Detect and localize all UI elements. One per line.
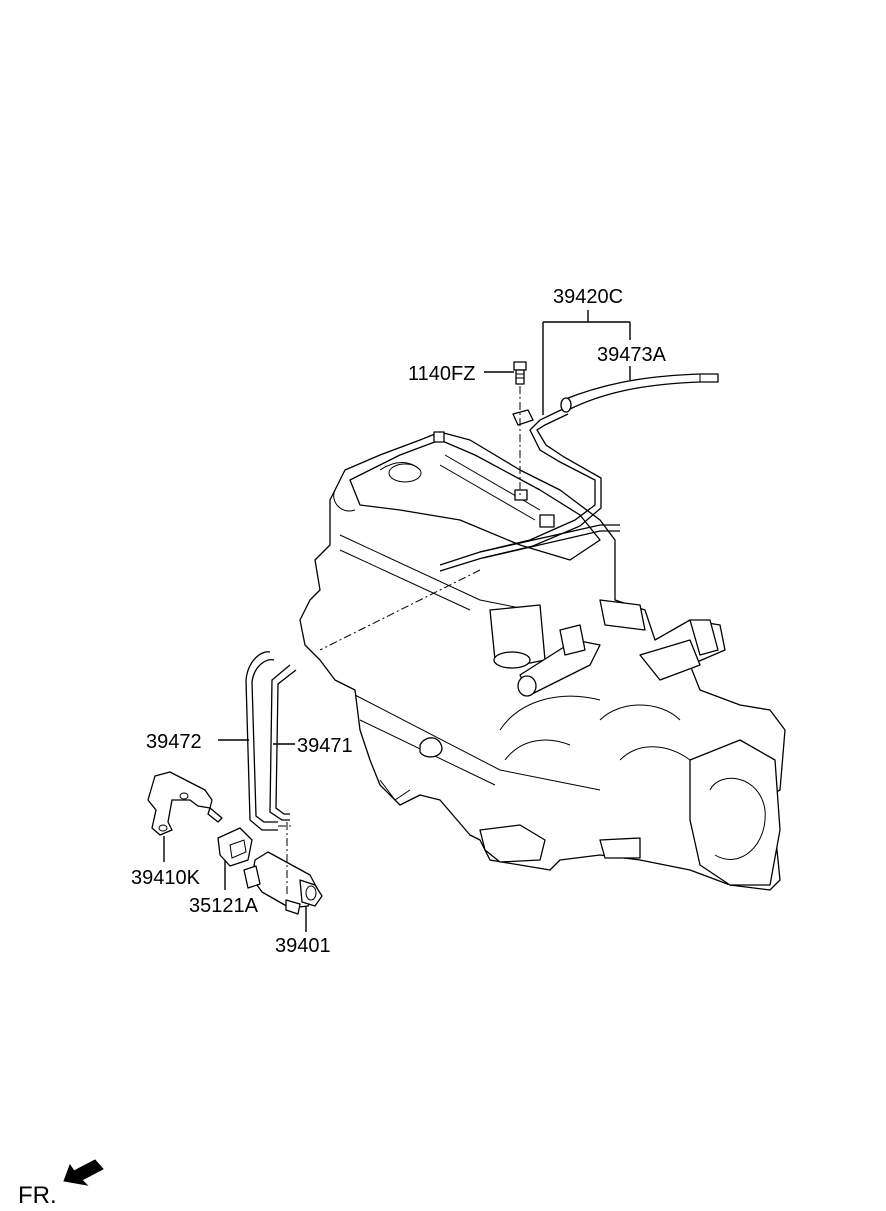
front-label: FR. bbox=[18, 1182, 57, 1209]
bolt-1140FZ bbox=[513, 361, 527, 385]
insulator-35121A bbox=[217, 827, 253, 867]
label-39471: 39471 bbox=[297, 735, 353, 757]
hose-39473A bbox=[560, 373, 719, 413]
bracket-39410K bbox=[147, 771, 223, 836]
label-35121A: 35121A bbox=[189, 895, 259, 917]
label-39420C: 39420C bbox=[553, 286, 623, 308]
part-labels: 39420C 39473A 1140FZ 39472 39471 39410K … bbox=[131, 286, 667, 957]
valve-39401 bbox=[243, 851, 323, 915]
label-39472: 39472 bbox=[146, 731, 202, 753]
hose-39471 bbox=[269, 664, 297, 821]
engine-assembly bbox=[299, 431, 786, 891]
label-39410K: 39410K bbox=[131, 867, 201, 889]
label-39473A: 39473A bbox=[597, 344, 667, 366]
front-arrow-icon bbox=[63, 1159, 104, 1186]
front-direction-indicator: FR. bbox=[18, 1159, 104, 1209]
leader-lines bbox=[163, 310, 631, 932]
assembly-dash-lines bbox=[278, 386, 521, 895]
label-1140FZ: 1140FZ bbox=[408, 363, 475, 385]
label-39401: 39401 bbox=[275, 935, 331, 957]
pipe-39420C bbox=[439, 407, 620, 572]
hose-39472 bbox=[245, 651, 278, 831]
